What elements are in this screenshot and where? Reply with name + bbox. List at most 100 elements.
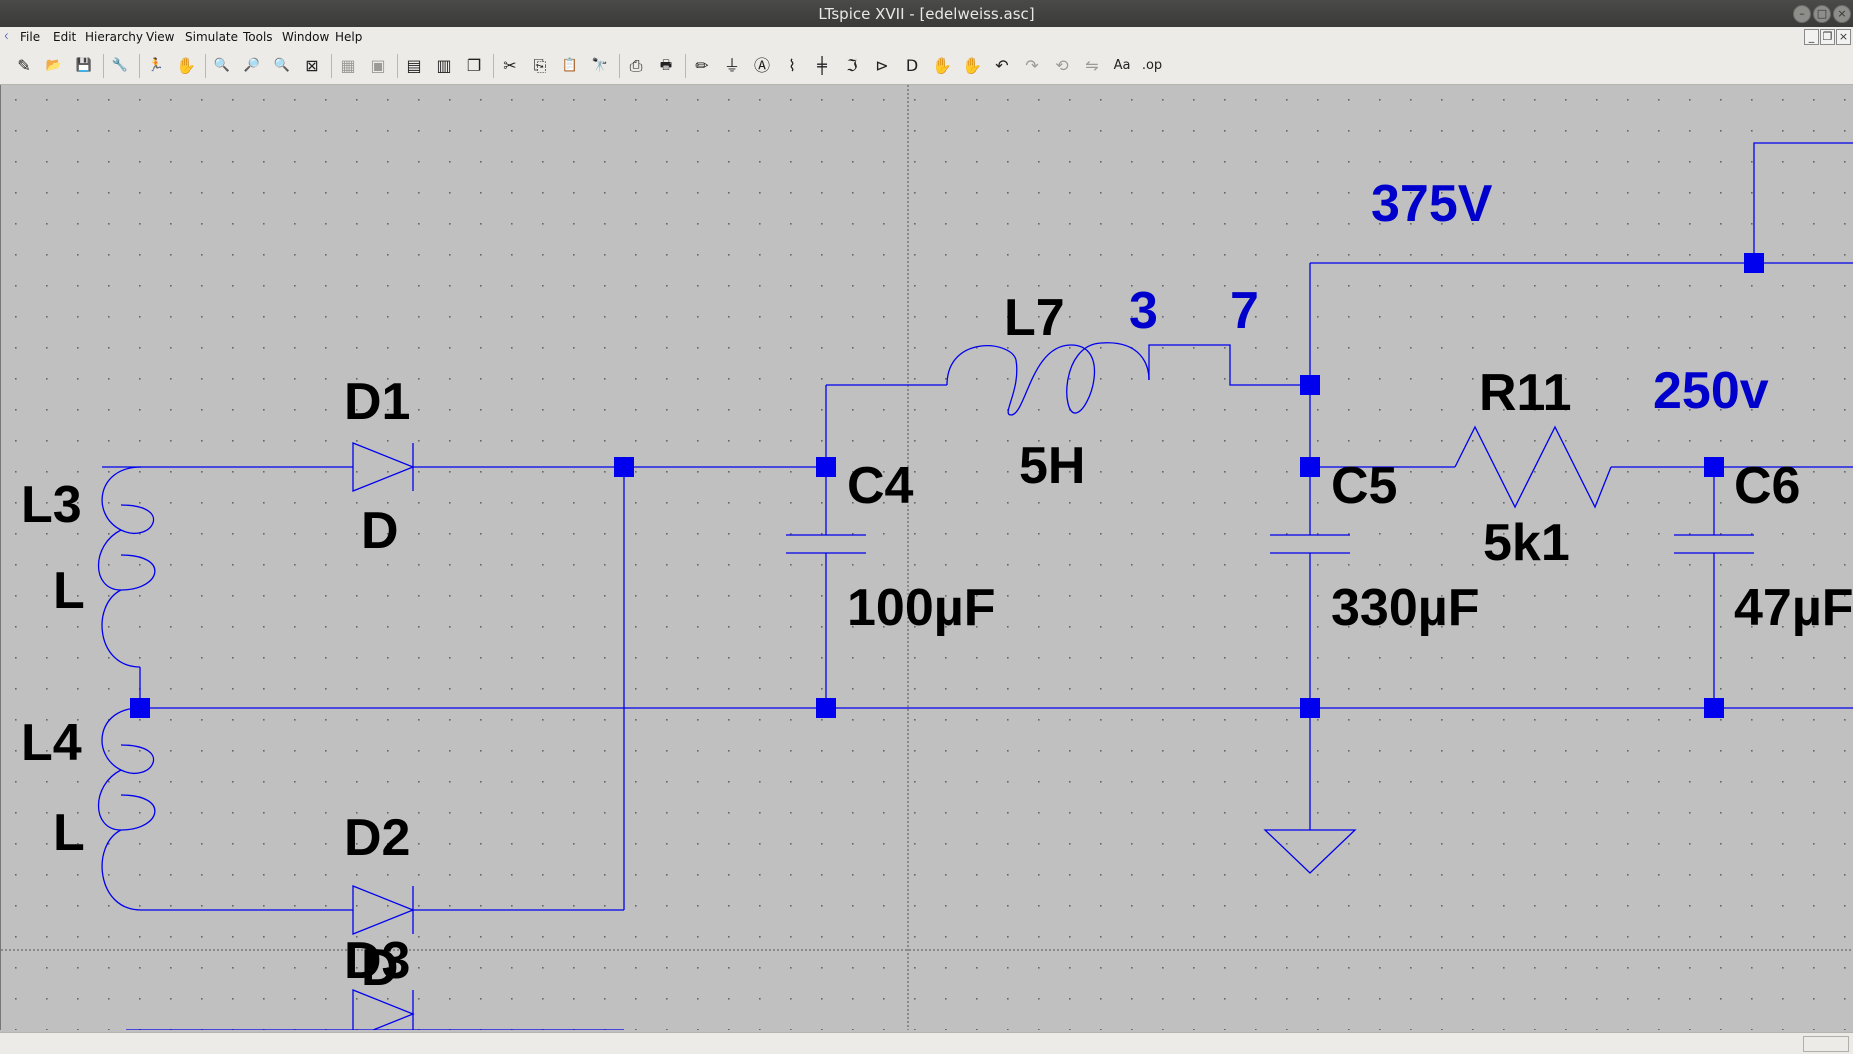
label-l4-name[interactable]: L4: [21, 714, 82, 772]
capacitor-c6[interactable]: [1674, 534, 1754, 554]
junctions: [130, 253, 1764, 718]
toolbar: ✎ 📂 💾 🔧 🏃 ✋ 🔍 🔎 🔍 ⊠ ▦ ▣ ▤ ▥ ❐ ✂ ⎘ 📋 🔭 ⎙ 🖶 ✏ ⏚ Ⓐ ⌇ ╪ ℑ ⊳ D ✋ ✋ ↶ ↷ ⟲ ⇋ Aa .op: [0, 48, 1853, 85]
label-r11-name[interactable]: R11: [1479, 364, 1572, 422]
label-c4-name[interactable]: C4: [847, 457, 914, 515]
open-icon[interactable]: 📂: [45, 58, 63, 73]
zoom-out-icon[interactable]: 🔍: [273, 58, 291, 73]
inductor-l4[interactable]: [98, 707, 156, 911]
toolbar-separator: [205, 54, 206, 78]
component-icon[interactable]: D: [905, 56, 919, 75]
run-icon[interactable]: 🏃: [147, 58, 165, 73]
tile-horizontal-icon[interactable]: ▤: [406, 56, 422, 75]
label-c5-value[interactable]: 330µF: [1331, 579, 1479, 637]
menu-edit[interactable]: Edit: [53, 30, 77, 44]
close-button[interactable]: ×: [1833, 5, 1851, 23]
label-l7-value[interactable]: 5H: [1019, 437, 1085, 495]
spice-directive-icon[interactable]: .op: [1141, 58, 1163, 73]
label-d1-value[interactable]: D: [361, 502, 399, 560]
print-icon[interactable]: 🖶: [659, 58, 673, 73]
menu-view[interactable]: View: [146, 30, 175, 44]
diode-icon[interactable]: ⊳: [875, 56, 889, 75]
label-l3-value[interactable]: L: [53, 562, 85, 620]
mdi-minimize-button[interactable]: _: [1804, 29, 1819, 45]
menu-tools[interactable]: Tools: [243, 30, 273, 44]
menu-help[interactable]: Help: [335, 30, 363, 44]
label-l7-pin-3[interactable]: 3: [1129, 282, 1158, 340]
new-schematic-icon[interactable]: ✎: [17, 56, 31, 75]
junction-dot: [1744, 253, 1764, 273]
cascade-icon[interactable]: ❐: [466, 56, 482, 75]
halt-icon[interactable]: ✋: [176, 56, 196, 75]
status-bar: [0, 1032, 1853, 1054]
find-icon[interactable]: 🔭: [591, 58, 609, 73]
ltspice-app-icon[interactable]: ᚲ: [2, 29, 11, 45]
label-r11-value[interactable]: 5k1: [1483, 514, 1570, 572]
draw-wire-icon[interactable]: ✏: [695, 56, 709, 75]
print-preview-icon[interactable]: ⎙: [629, 56, 643, 75]
junction-dot: [816, 698, 836, 718]
label-l3-name[interactable]: L3: [21, 476, 82, 534]
toolbar-separator: [397, 54, 398, 78]
diode-d2[interactable]: [352, 885, 415, 935]
maximize-button[interactable]: □: [1813, 5, 1831, 23]
label-d1-name[interactable]: D1: [344, 373, 410, 431]
mirror-icon[interactable]: ⇋: [1085, 56, 1099, 75]
net-label-250v[interactable]: 250v: [1653, 362, 1769, 420]
diode-d3[interactable]: [352, 989, 415, 1030]
schematic-canvas[interactable]: L3 L L4 L D1 D D2 D3 D C4 100µF L7 5H C5…: [0, 85, 1853, 1030]
label-l4-value[interactable]: L: [53, 804, 85, 862]
schematic-svg[interactable]: L3 L L4 L D1 D D2 D3 D C4 100µF L7 5H C5…: [1, 85, 1853, 1030]
control-panel-icon[interactable]: 🔧: [111, 58, 129, 73]
junction-dot: [614, 457, 634, 477]
minimize-button[interactable]: –: [1793, 5, 1811, 23]
toolbar-separator: [493, 54, 494, 78]
diode-d1[interactable]: [352, 442, 415, 492]
capacitor-c5[interactable]: [1270, 534, 1350, 554]
capacitor-c4[interactable]: [786, 534, 866, 554]
zoom-in-icon[interactable]: 🔍: [213, 58, 231, 73]
label-net-icon[interactable]: Ⓐ: [753, 56, 770, 75]
paste-icon[interactable]: 📋: [561, 58, 579, 73]
grid-icon[interactable]: ▣: [370, 56, 386, 75]
label-d3-name[interactable]: D3: [344, 932, 410, 990]
tile-vertical-icon[interactable]: ▥: [436, 56, 452, 75]
ground-icon[interactable]: ⏚: [723, 56, 740, 75]
label-d2-value[interactable]: D: [361, 939, 399, 997]
label-c6-value[interactable]: 47µF: [1734, 579, 1853, 637]
label-c4-value[interactable]: 100µF: [847, 579, 995, 637]
mdi-close-button[interactable]: ×: [1836, 29, 1851, 45]
net-label-375v[interactable]: 375V: [1371, 175, 1493, 233]
rotate-icon[interactable]: ⟲: [1055, 56, 1069, 75]
drag-icon[interactable]: ✋: [962, 56, 982, 75]
undo-icon[interactable]: ↶: [995, 56, 1009, 75]
label-l7-name[interactable]: L7: [1004, 289, 1065, 347]
label-l7-pin-7[interactable]: 7: [1230, 282, 1259, 340]
copy-icon[interactable]: ⎘: [533, 56, 547, 75]
menu-simulate[interactable]: Simulate: [185, 30, 239, 44]
label-c6-name[interactable]: C6: [1734, 457, 1800, 515]
resistor-r11[interactable]: [1454, 425, 1612, 509]
label-d2-name[interactable]: D2: [344, 809, 410, 867]
redo-icon[interactable]: ↷: [1025, 56, 1039, 75]
autorange-icon[interactable]: ▦: [340, 56, 356, 75]
save-icon[interactable]: 💾: [75, 58, 93, 73]
menu-file[interactable]: File: [20, 30, 41, 44]
inductor-l7[interactable]: [946, 342, 1150, 416]
zoom-pan-icon[interactable]: 🔎: [243, 58, 261, 73]
capacitor-icon[interactable]: ╪: [817, 56, 827, 75]
zoom-fit-icon[interactable]: ⊠: [305, 56, 319, 75]
status-grip[interactable]: [1803, 1036, 1849, 1052]
label-c5-name[interactable]: C5: [1331, 457, 1397, 515]
inductor-l3[interactable]: [98, 466, 156, 668]
menu-window[interactable]: Window: [282, 30, 330, 44]
menu-hierarchy[interactable]: Hierarchy: [85, 30, 144, 44]
text-icon[interactable]: Aa: [1113, 58, 1131, 73]
junction-dot: [1300, 457, 1320, 477]
move-icon[interactable]: ✋: [932, 56, 952, 75]
ground-symbol[interactable]: [1263, 829, 1357, 874]
mdi-restore-button[interactable]: ❐: [1820, 29, 1835, 45]
inductor-icon[interactable]: ℑ: [846, 56, 858, 75]
resistor-icon[interactable]: ⌇: [788, 56, 796, 75]
junction-dot: [1300, 698, 1320, 718]
cut-icon[interactable]: ✂: [503, 56, 517, 75]
